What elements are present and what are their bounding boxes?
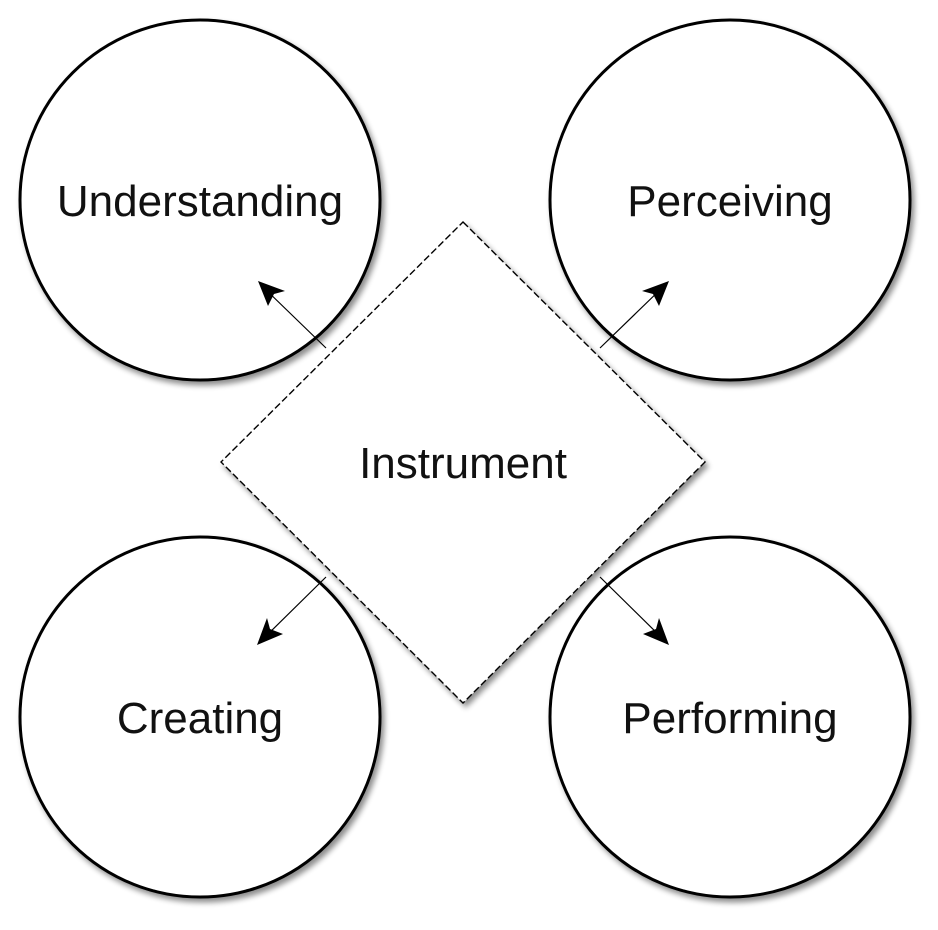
center-instrument: Instrument bbox=[220, 221, 706, 704]
node-creating: Creating bbox=[18, 535, 382, 899]
performing-circle bbox=[548, 535, 912, 899]
creating-label: Creating bbox=[117, 694, 283, 743]
connector-line bbox=[599, 285, 665, 349]
understanding-label: Understanding bbox=[57, 177, 343, 226]
performing-label: Performing bbox=[622, 694, 837, 743]
connector-to-performing bbox=[599, 576, 669, 645]
node-perceiving: Perceiving bbox=[548, 18, 912, 382]
connector-to-perceiving bbox=[599, 281, 669, 349]
instrument-label: Instrument bbox=[359, 439, 567, 488]
arrowhead-icon bbox=[642, 281, 669, 306]
arrowhead-icon bbox=[643, 618, 669, 645]
connector-line bbox=[599, 576, 665, 641]
arrowhead-icon bbox=[258, 281, 285, 306]
creating-circle bbox=[18, 535, 382, 899]
perceiving-circle bbox=[548, 18, 912, 382]
arrowhead-icon bbox=[257, 618, 283, 645]
node-understanding: Understanding bbox=[18, 18, 382, 382]
node-performing: Performing bbox=[548, 535, 912, 899]
instrument-diamond bbox=[220, 221, 706, 704]
connector-line bbox=[261, 576, 327, 641]
understanding-circle bbox=[18, 18, 382, 382]
perceiving-label: Perceiving bbox=[627, 177, 832, 226]
connector-to-understanding bbox=[258, 281, 327, 349]
connector-to-creating bbox=[257, 576, 327, 645]
